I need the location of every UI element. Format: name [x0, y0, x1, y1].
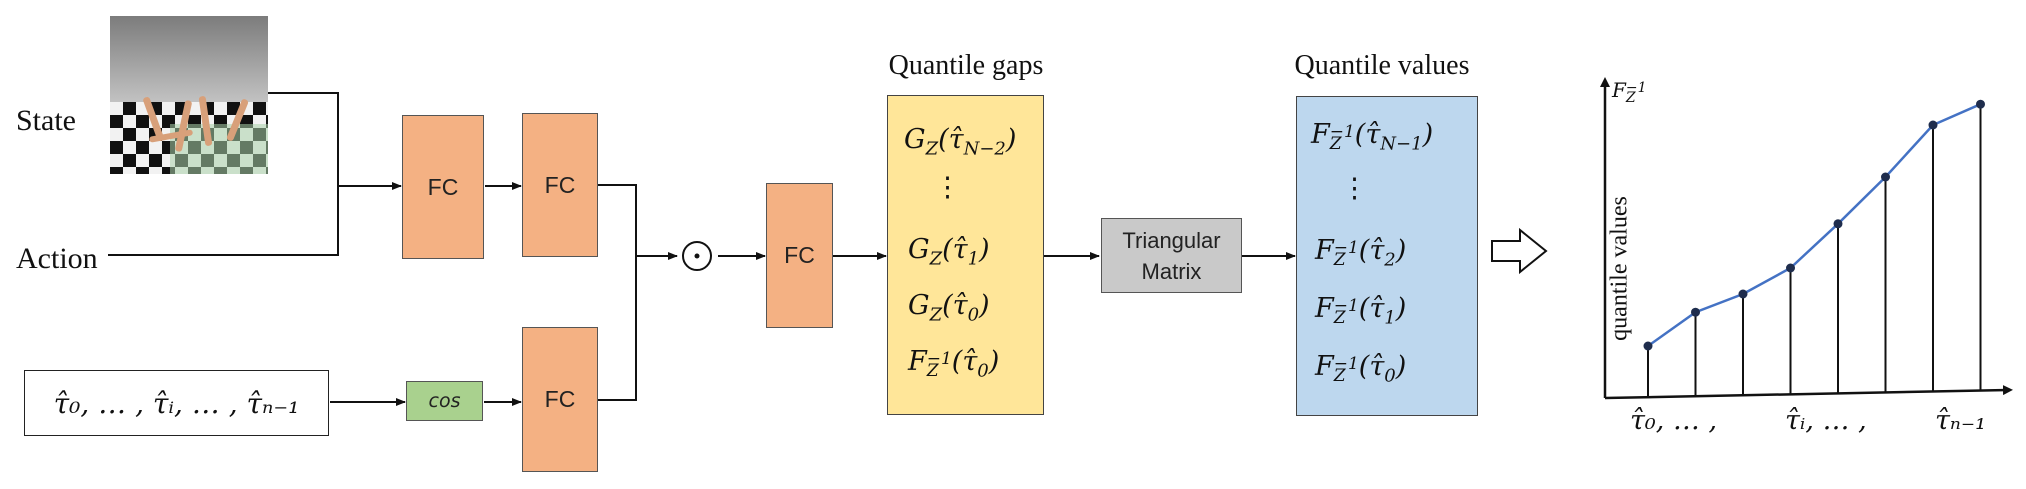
- quantile-point: [1976, 99, 1985, 109]
- gap-0: GZ(τ̂0): [908, 290, 990, 326]
- quantile-curve: [1647, 103, 1982, 348]
- action-label: Action: [16, 242, 98, 275]
- triangular-line1: Triangular: [1122, 227, 1221, 253]
- quantile-values-title: Quantile values: [1294, 50, 1470, 81]
- fc-block-state-action-2: FC: [522, 113, 598, 257]
- tau-sequence-box: τ̂₀, … , τ̂ᵢ, … , τ̂ₙ₋₁: [24, 370, 329, 436]
- state-connector: [268, 92, 339, 186]
- state-label: State: [16, 104, 76, 137]
- fc3-to-merge-line: [597, 256, 637, 401]
- quantile-point: [1833, 219, 1843, 229]
- value-vertical-ellipsis: ⋮: [1341, 173, 1368, 204]
- fc2-to-merge-line: [597, 184, 637, 256]
- x-axis: [1604, 385, 2013, 400]
- fc-block-state-action-1: FC: [402, 115, 484, 259]
- gap-1: GZ(τ̂1): [908, 234, 990, 270]
- hollow-arrow-icon: [1491, 228, 1548, 274]
- fc-block-merged: FC: [766, 183, 833, 328]
- triangular-line2: Matrix: [1141, 258, 1202, 284]
- quantile-function-chart: [1600, 77, 2013, 400]
- quantile-point: [1881, 172, 1890, 182]
- triangular-matrix-block: Triangular Matrix: [1101, 218, 1242, 293]
- fc-block-tau: FC: [522, 327, 598, 472]
- quantile-point: [1691, 307, 1700, 317]
- cos-embedding-block: cos: [406, 381, 483, 421]
- quantile-point: [1738, 289, 1748, 299]
- action-connector: [108, 186, 339, 256]
- mujoco-state-image: [110, 16, 268, 174]
- quantile-point: [1786, 263, 1795, 273]
- x-tick-label-0: τ̂₀, … ,: [1630, 405, 1718, 436]
- gap-n-minus-2: GZ(τ̂N−2): [904, 124, 1017, 160]
- x-tick-label-n-minus-1: τ̂ₙ₋₁: [1935, 405, 1986, 436]
- quantile-gaps-title: Quantile gaps: [888, 50, 1044, 81]
- gap-vertical-ellipsis: ⋮: [934, 172, 961, 203]
- y-axis-label: quantile values: [1606, 196, 1633, 341]
- quantile-point: [1928, 120, 1938, 130]
- quantile-point: [1643, 341, 1653, 351]
- x-tick-label-i: τ̂ᵢ, … ,: [1785, 405, 1867, 436]
